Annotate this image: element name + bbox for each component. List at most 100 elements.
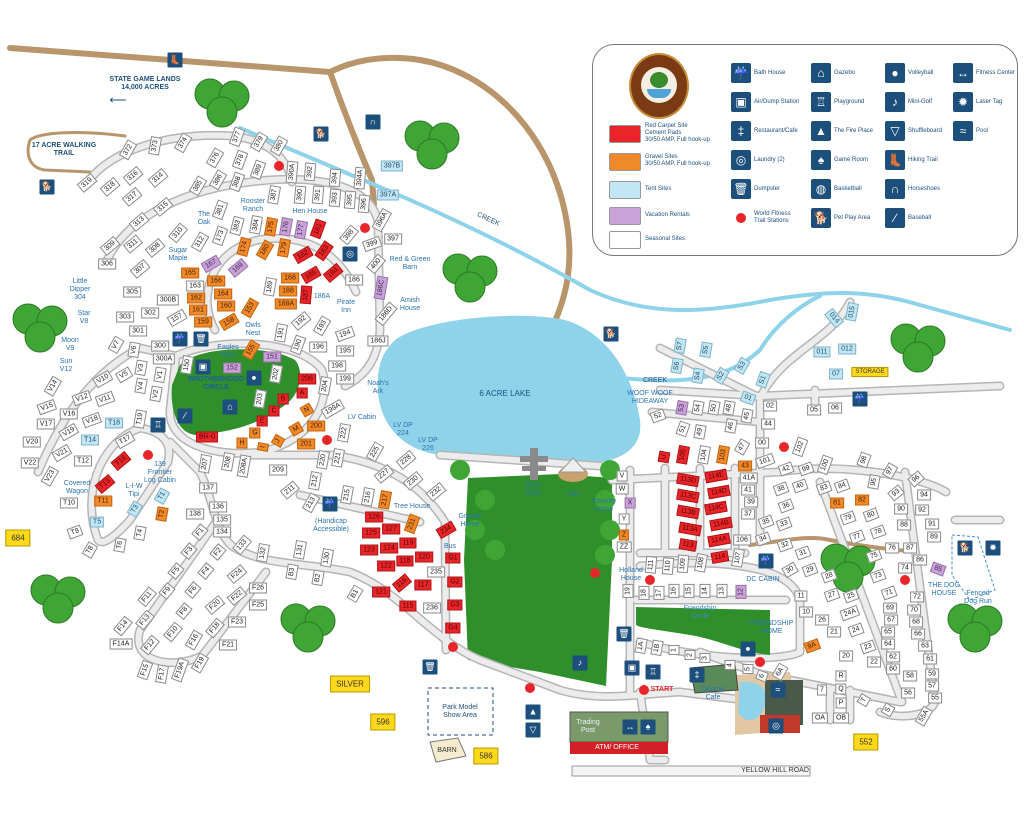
campsite-11[interactable]: 11 [794, 590, 808, 602]
campsite-t11[interactable]: T11 [94, 495, 112, 507]
campsite-166[interactable]: 166 [207, 275, 225, 287]
campsite-95[interactable]: 95 [867, 474, 881, 490]
campsite-64[interactable]: 64 [881, 638, 895, 650]
campsite-394a[interactable]: 394A [353, 166, 367, 190]
campsite-43[interactable]: 43 [738, 460, 752, 472]
pet-play-icon[interactable]: 🐕 [603, 326, 619, 342]
campsite-f23[interactable]: F23 [227, 616, 247, 628]
campsite-22[interactable]: 22 [867, 656, 881, 668]
campsite-45[interactable]: 45 [740, 408, 754, 424]
gazebo-icon[interactable]: ⌂ [222, 399, 238, 415]
campsite-81[interactable]: 81 [830, 497, 844, 509]
shuffleboard-icon[interactable]: ▽ [525, 722, 541, 738]
campsite-123[interactable]: 123 [360, 544, 378, 556]
campsite-7[interactable]: 7 [817, 684, 827, 696]
campsite-164[interactable]: 164 [214, 288, 232, 300]
campsite-g4[interactable]: G4 [445, 622, 461, 634]
campsite-117[interactable]: 117 [414, 579, 432, 591]
playground-icon[interactable]: ♖ [645, 664, 661, 680]
campsite-19[interactable]: 19 [622, 584, 634, 598]
bath-house-icon[interactable]: ☔ [852, 391, 868, 407]
campsite-v22[interactable]: V22 [20, 457, 40, 469]
campsite-126[interactable]: 126 [365, 511, 383, 523]
campsite-w[interactable]: W [615, 483, 629, 495]
campsite-94[interactable]: 94 [917, 489, 931, 501]
dump-station-icon[interactable]: ▣ [624, 660, 640, 676]
campsite-oa[interactable]: OA [811, 712, 829, 724]
dump-station-icon[interactable]: ▣ [195, 359, 211, 375]
campsite-187[interactable]: 187 [299, 285, 313, 305]
campsite-390a[interactable]: 390A [285, 160, 299, 184]
campsite-v[interactable]: V [616, 470, 628, 482]
campsite-f21[interactable]: F21 [218, 639, 238, 651]
campsite-68[interactable]: 68 [909, 616, 923, 628]
dumpster-icon[interactable]: 🗑 [616, 626, 632, 642]
campsite-41a[interactable]: 41A [739, 472, 759, 484]
campsite-300a[interactable]: 300A [152, 353, 176, 365]
campsite-306[interactable]: 306 [98, 258, 116, 270]
campsite-10[interactable]: 10 [799, 606, 813, 618]
campsite-122[interactable]: 122 [377, 560, 395, 572]
campsite-120[interactable]: 120 [415, 551, 433, 563]
campsite-26[interactable]: 26 [815, 614, 829, 626]
pool-icon[interactable]: ≈ [770, 682, 786, 698]
campsite-46[interactable]: 46 [724, 418, 738, 434]
campsite-391[interactable]: 391 [311, 185, 325, 205]
campsite-86[interactable]: 86 [913, 554, 927, 566]
fire-place-icon[interactable]: ▲ [525, 704, 541, 720]
campsite-162[interactable]: 162 [187, 292, 205, 304]
campsite-t5[interactable]: T5 [89, 516, 105, 528]
campsite-124[interactable]: 124 [380, 542, 398, 554]
campsite-303[interactable]: 303 [116, 311, 134, 323]
campsite-2[interactable]: 2 [684, 650, 696, 660]
campsite-1[interactable]: 1 [668, 645, 680, 655]
campsite-235[interactable]: 235 [427, 566, 445, 578]
campsite-92[interactable]: 92 [915, 504, 929, 516]
campsite-111[interactable]: 111 [644, 556, 658, 574]
campsite-e[interactable]: E [256, 415, 268, 427]
bath-house-icon[interactable]: ☔ [172, 331, 188, 347]
volleyball-icon[interactable]: ● [246, 370, 262, 386]
campsite-ob[interactable]: OB [832, 712, 850, 724]
campsite-15[interactable]: 15 [683, 584, 695, 598]
campsite-g[interactable]: G [249, 427, 261, 439]
volleyball-icon[interactable]: ● [740, 641, 756, 657]
restaurant-icon[interactable]: ‡ [689, 667, 705, 683]
campsite-196[interactable]: 196 [309, 341, 327, 353]
campsite-zz[interactable]: ZZ [616, 541, 632, 553]
campsite-127[interactable]: 127 [382, 523, 400, 535]
campsite-89[interactable]: 89 [927, 531, 941, 543]
campsite-v16[interactable]: V16 [59, 408, 79, 420]
campsite-16[interactable]: 16 [668, 584, 680, 598]
laundry-icon[interactable]: ◎ [768, 718, 784, 734]
playground-icon[interactable]: ♖ [150, 417, 166, 433]
campsite-151[interactable]: 151 [263, 351, 281, 363]
campsite-161[interactable]: 161 [189, 304, 207, 316]
campsite-106[interactable]: 106 [733, 534, 751, 546]
campsite-390[interactable]: 390 [293, 185, 307, 205]
campsite-y[interactable]: Y [618, 513, 630, 525]
campsite-g1[interactable]: G1 [445, 552, 461, 564]
campsite-39[interactable]: 39 [744, 496, 758, 508]
campsite-301[interactable]: 301 [129, 325, 147, 337]
campsite-i[interactable]: I [256, 442, 270, 452]
campsite-c[interactable]: C [268, 405, 280, 417]
campsite-r[interactable]: R [835, 670, 847, 682]
campsite-17[interactable]: 17 [653, 586, 665, 600]
campsite-188[interactable]: 188 [279, 285, 297, 297]
campsite-393[interactable]: 393 [328, 188, 342, 208]
dumpster-icon[interactable]: 🗑 [193, 331, 209, 347]
campsite-50[interactable]: 50 [707, 400, 721, 416]
campsite-159[interactable]: 159 [194, 316, 212, 328]
dumpster-icon[interactable]: 🗑 [422, 659, 438, 675]
laundry-icon[interactable]: ◎ [342, 246, 358, 262]
campsite-59[interactable]: 59 [925, 668, 939, 680]
pet-play-icon[interactable]: 🐕 [39, 179, 55, 195]
campsite-163[interactable]: 163 [186, 280, 204, 292]
campsite-397a[interactable]: 397A [376, 189, 400, 201]
campsite-165[interactable]: 165 [181, 267, 199, 279]
pet-play-icon[interactable]: 🐕 [957, 540, 973, 556]
campsite-5[interactable]: 5 [742, 664, 754, 674]
pet-play-icon[interactable]: 🐕 [313, 126, 329, 142]
campsite-137[interactable]: 137 [199, 482, 217, 494]
